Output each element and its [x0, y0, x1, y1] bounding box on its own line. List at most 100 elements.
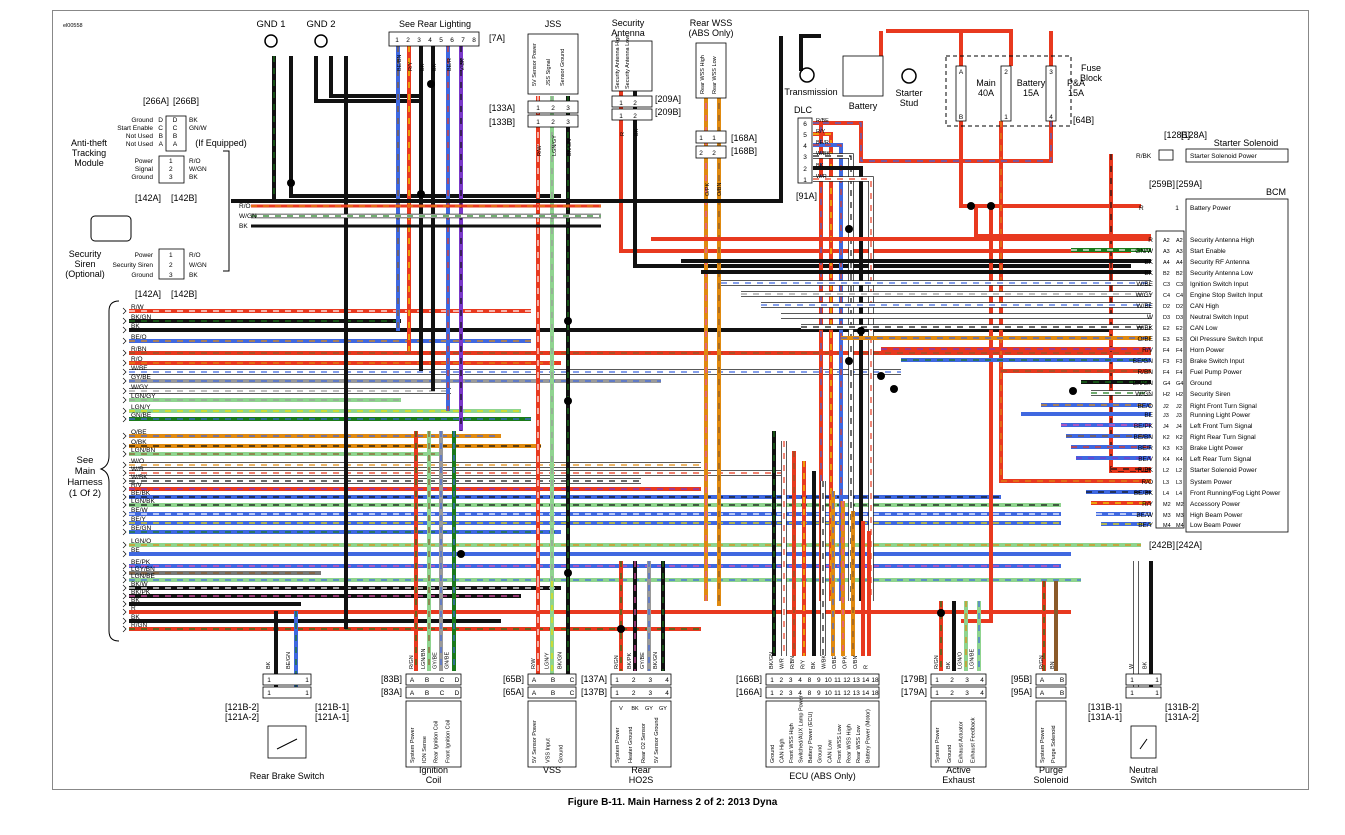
bottom-component-title: Active: [946, 765, 971, 775]
component-func: Ground: [559, 745, 565, 763]
pin-label: 2: [633, 100, 637, 107]
bcm-func: Left Rear Turn Signal: [1190, 456, 1252, 463]
bottom-ref: [121B-2]: [225, 702, 259, 712]
main-harness-wire-label: LGN/BE: [131, 573, 156, 580]
starter-stud-label: Starter: [895, 88, 922, 98]
bcm-func: Security Siren: [1190, 391, 1231, 398]
anti-theft-title: Tracking: [72, 148, 106, 158]
bcm-pin: J2: [1176, 404, 1182, 410]
wire-label: V: [619, 706, 623, 712]
pin-label: 4: [665, 690, 669, 697]
connector-arrow-icon: [122, 600, 127, 608]
main-harness-wire-label: GY/BE: [131, 374, 152, 381]
gnd1-wire-stripe: [273, 56, 461, 202]
wire-label: R/Y: [801, 660, 807, 670]
wire-label: R/W: [531, 658, 537, 670]
bcm-pin: F3: [1176, 359, 1182, 365]
bcm-func: Oil Pressure Switch Input: [1190, 336, 1263, 343]
bcm-pin: K4: [1163, 457, 1170, 463]
pin-label: 12: [843, 690, 851, 697]
bottom-component-box: [610, 700, 672, 768]
bcm-pin: F4: [1176, 348, 1182, 354]
wire-label: O/PK: [843, 656, 849, 669]
pin-label: 3: [965, 690, 969, 697]
pin-label: 14: [862, 677, 870, 684]
pin-label: 1: [1155, 677, 1159, 684]
connector-arrow-icon: [122, 469, 127, 477]
bottom-connector-b: [930, 686, 987, 699]
component-func: Ground: [818, 745, 824, 763]
siren-func: Power: [135, 252, 154, 259]
pin-label: 2: [950, 677, 954, 684]
pin-label: 3: [566, 119, 570, 126]
wss-connector-b: [695, 145, 727, 159]
starter-solenoid-title: Starter Solenoid: [1214, 138, 1279, 148]
bcm-pin: A2: [1176, 238, 1183, 244]
component-func: Rear O2 Sensor: [641, 723, 647, 763]
pin-label: 1: [267, 677, 271, 684]
bcm-pin: M2: [1176, 502, 1184, 508]
pin-label: C: [440, 690, 445, 697]
bottom-ref: [137A]: [581, 674, 607, 684]
pin-label: 12: [843, 677, 851, 684]
starter-func: Starter Solenoid Power: [1190, 153, 1258, 160]
connector-arrow-icon: [122, 415, 127, 423]
ground-lug-icon: [314, 34, 328, 48]
component-func: Exhaust Actuator: [959, 721, 965, 763]
pin-label: 1: [615, 690, 619, 697]
main-harness-wire-label: BE/BK: [131, 490, 151, 497]
connector-arrow-icon: [122, 550, 127, 558]
pin-label: 1: [1155, 690, 1159, 697]
fuse-block-label: Block: [1080, 73, 1103, 83]
wire-label: O/PK: [705, 183, 711, 196]
pin-label: 1: [395, 37, 399, 44]
pin-label: A: [1040, 677, 1045, 684]
main-harness-wire-label: W/BK: [131, 474, 148, 481]
fuse-out-wire: [959, 121, 1141, 208]
pin-label: 14: [862, 690, 870, 697]
pin-label: 1: [267, 690, 271, 697]
connector-arrow-icon: [122, 510, 127, 518]
pin-label: D: [455, 690, 460, 697]
connector-arrow-icon: [122, 387, 127, 395]
siren-connector: [158, 248, 185, 280]
pin-label: 1: [615, 677, 619, 684]
connector-arrow-icon: [122, 617, 127, 625]
bcm-wire-label: R/BN: [1137, 369, 1153, 376]
main-harness-wire-label: BE/Y: [131, 516, 146, 523]
wss-ref: [168B]: [731, 146, 757, 156]
jss-connector-b: [527, 114, 579, 128]
wire-label: O/BN: [853, 656, 859, 669]
dlc-wire-stripe: [813, 122, 822, 601]
bcm-pin: H2: [1163, 392, 1170, 398]
splice-dot: [564, 569, 572, 577]
bottom-ref: [121B-1]: [315, 702, 349, 712]
dlc-wire-stripe: [813, 178, 872, 601]
tracking-func: Signal: [135, 166, 154, 173]
pin-label: 2: [632, 690, 636, 697]
wire-label: BE/R: [816, 140, 829, 146]
main-harness-wire-label: R/O: [131, 356, 143, 363]
bcm-pin: G4: [1163, 381, 1170, 387]
bcm-r-wire: [974, 206, 1151, 238]
wire-label: BE/GN: [286, 652, 292, 669]
jss-func: 5V Sensor Power: [532, 43, 538, 86]
bcm-pin: D3: [1163, 315, 1170, 321]
main-harness-wire-label: W/O: [131, 458, 144, 465]
dlc-wire-stripe: [813, 155, 852, 601]
switch-box: [267, 725, 307, 759]
bottom-component-box: [527, 700, 577, 768]
antenna-ref: [209B]: [655, 107, 681, 117]
anti-theft-func: Not Used: [126, 133, 153, 140]
switch-icon: [1139, 738, 1148, 750]
pin-label: B: [173, 133, 177, 140]
wire-label: BK: [189, 117, 198, 124]
pin-label: C: [570, 690, 575, 697]
component-func: System Power: [615, 727, 621, 763]
bcm-pin: J3: [1163, 413, 1169, 419]
rear-lighting-title: See Rear Lighting: [399, 19, 471, 29]
pin-label: B: [551, 690, 555, 697]
pin-label: C: [158, 125, 163, 132]
rear-lighting-ref: [7A]: [489, 33, 505, 43]
jss-connector-a: [527, 100, 579, 114]
